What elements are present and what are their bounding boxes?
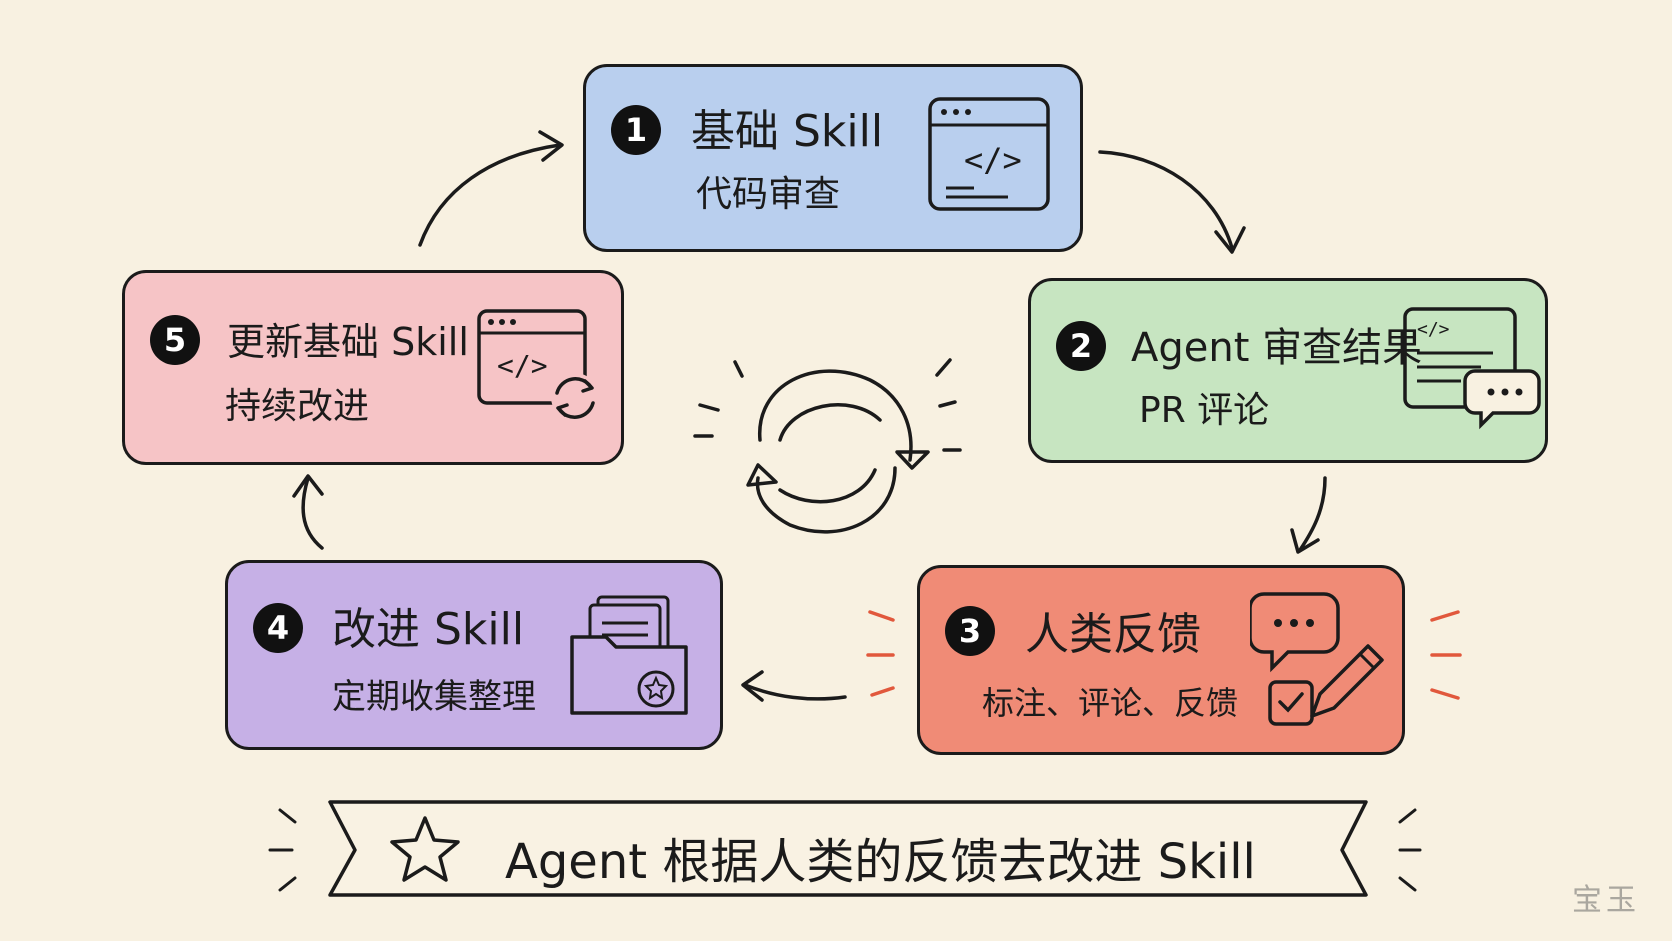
banner-ribbon bbox=[328, 800, 1368, 897]
banner-text: Agent 根据人类的反馈去改进 Skill bbox=[505, 834, 1256, 890]
step-subtitle: 代码审查 bbox=[696, 174, 841, 215]
svg-text:</>: </> bbox=[1417, 319, 1450, 340]
document-comment-icon: </> bbox=[1403, 307, 1541, 430]
step-card-4: 4 改进 Skill 定期收集整理 bbox=[225, 560, 723, 750]
feedback-edit-icon bbox=[1250, 592, 1384, 726]
step-card-5: 5 更新基础 Skill 持续改进 </> bbox=[122, 270, 624, 465]
code-window-refresh-icon: </> bbox=[477, 309, 599, 421]
step-number: 4 bbox=[253, 603, 303, 653]
step-title: 更新基础 Skill bbox=[227, 320, 469, 364]
step-number: 1 bbox=[611, 105, 661, 155]
cycle-refresh-icon bbox=[693, 358, 962, 534]
arrow-1-to-2 bbox=[1098, 150, 1234, 250]
step-title: 改进 Skill bbox=[332, 604, 525, 655]
step-card-1: 1 基础 Skill 代码审查 </> bbox=[583, 64, 1083, 252]
signature: 宝玉 bbox=[1572, 883, 1640, 918]
step-subtitle: 持续改进 bbox=[225, 386, 370, 427]
star-icon bbox=[390, 816, 460, 882]
arrow-3-to-4 bbox=[743, 683, 847, 701]
step-title: 人类反馈 bbox=[1025, 609, 1201, 660]
step-number: 3 bbox=[945, 606, 995, 656]
step-title: Agent 审查结果 bbox=[1131, 325, 1423, 371]
step-number: 2 bbox=[1056, 321, 1106, 371]
arrow-2-to-3 bbox=[1298, 476, 1327, 552]
step-subtitle: 定期收集整理 bbox=[332, 677, 536, 717]
arrow-5-to-1 bbox=[418, 143, 562, 247]
step-title: 基础 Skill bbox=[691, 106, 884, 157]
code-window-icon: </> bbox=[928, 97, 1050, 211]
svg-text:</>: </> bbox=[497, 349, 548, 382]
arrow-4-to-5 bbox=[301, 476, 324, 550]
step-card-2: 2 Agent 审查结果 PR 评论 </> bbox=[1028, 278, 1548, 463]
svg-text:</>: </> bbox=[964, 141, 1022, 179]
step-card-3: 3 人类反馈 标注、评论、反馈 bbox=[917, 565, 1405, 755]
step-subtitle: 标注、评论、反馈 bbox=[982, 684, 1239, 722]
step-subtitle: PR 评论 bbox=[1139, 390, 1270, 431]
step-number: 5 bbox=[150, 315, 200, 365]
folder-star-icon bbox=[570, 595, 688, 715]
